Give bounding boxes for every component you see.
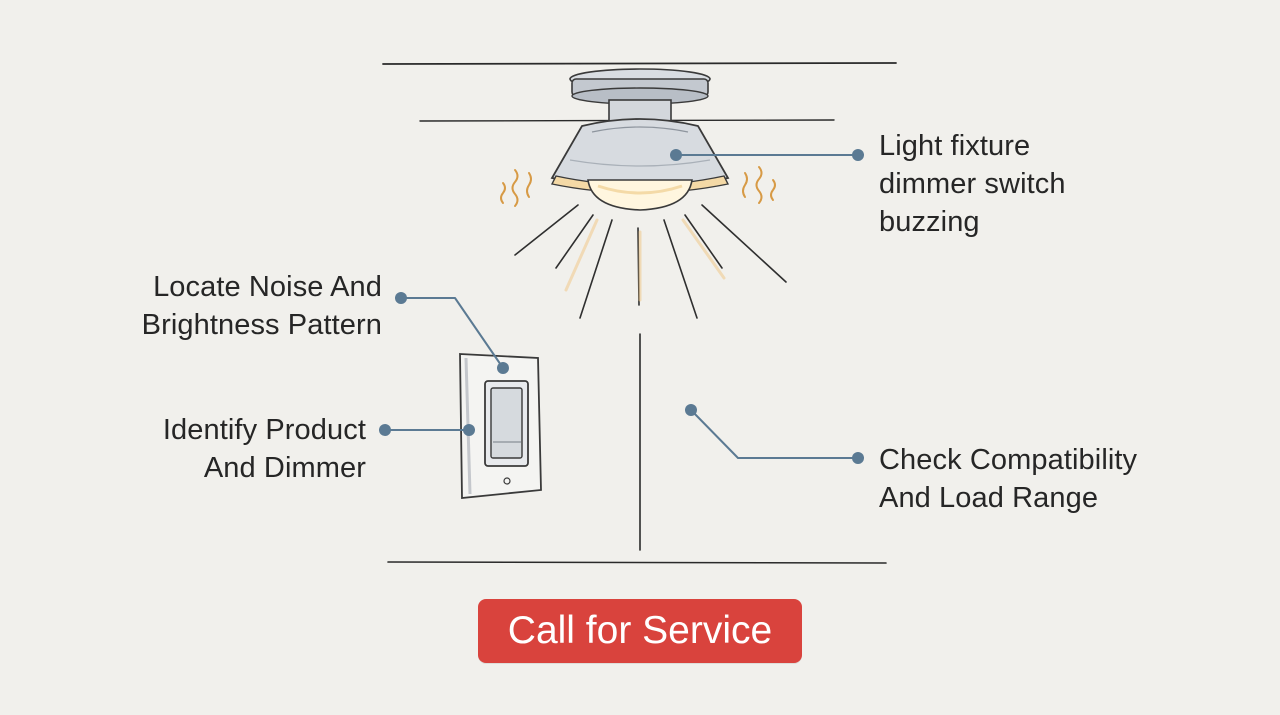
light-fixture-icon <box>550 68 730 211</box>
identify-label: Identify Product And Dimmer <box>163 411 366 487</box>
locate-label-line-2: Brightness Pattern <box>141 309 382 341</box>
call-for-service-button[interactable]: Call for Service <box>478 599 802 663</box>
locate-label: Locate Noise And Brightness Pattern <box>142 268 382 344</box>
connector-lines <box>384 154 859 459</box>
fixture-label-line-1: Light fixture <box>879 130 1031 162</box>
fixture-label-line-3: buzzing <box>879 206 980 238</box>
fixture-label: Light fixture dimmer switch buzzing <box>879 127 1066 241</box>
identify-label-line-2: And Dimmer <box>203 452 366 484</box>
fixture-label-line-2: dimmer switch <box>879 168 1066 200</box>
identify-label-line-1: Identify Product <box>162 414 366 446</box>
connector-dots <box>379 149 864 464</box>
light-rays <box>514 204 787 319</box>
dimmer-switch-icon <box>459 353 542 499</box>
check-label-line-2: And Load Range <box>879 482 1099 514</box>
buzz-marks-left <box>500 169 532 207</box>
check-label-line-1: Check Compatibility <box>879 444 1138 476</box>
floor-line <box>387 561 887 564</box>
buzz-marks-right <box>742 166 776 204</box>
light-glow <box>564 218 726 302</box>
check-label: Check Compatibility And Load Range <box>879 441 1137 517</box>
locate-label-line-1: Locate Noise And <box>153 271 382 303</box>
